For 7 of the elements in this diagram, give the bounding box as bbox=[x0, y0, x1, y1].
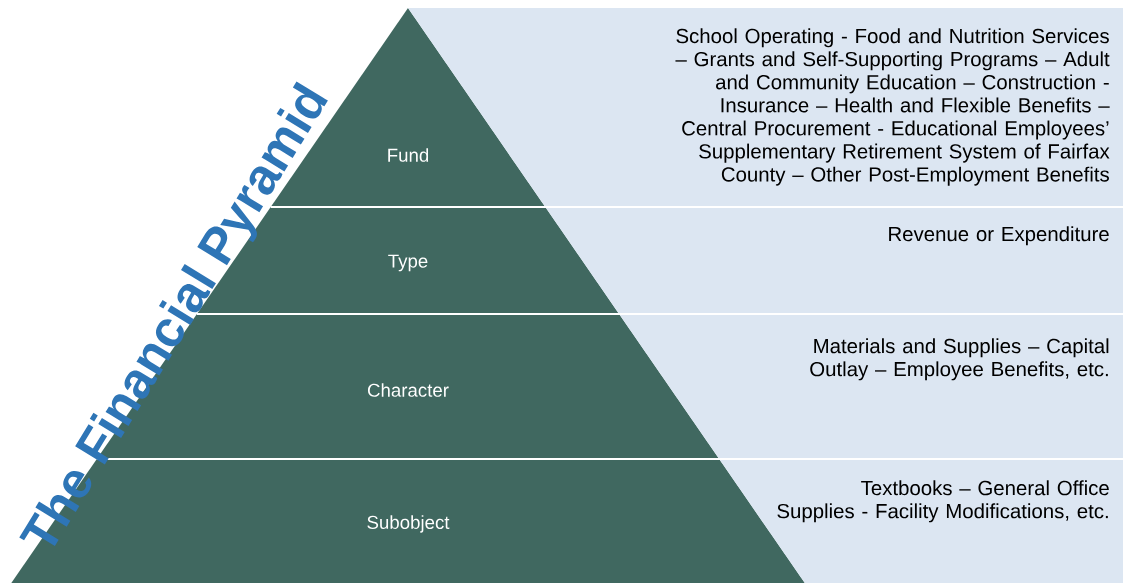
node-label: School Operating - Food and Nutrition Services – Grants and Self-Supporting Programs – Adult and Community Education – Construction - Insurance – Health and Flexible Benefits – Central Procurement - Educational Employees’ Supplementary Retirement System of Fairfax County – Other Post-Employment Benefits bbox=[675, 28, 1110, 186]
node-label: Type bbox=[388, 254, 428, 272]
description-row: Textbooks – General Office Supplies - Facility Modifications, etc. bbox=[719, 459, 1123, 583]
node-label: Character bbox=[367, 383, 449, 397]
node-label: Revenue or Expenditure bbox=[889, 226, 1109, 246]
node-label: Materials and Supplies – Capital Outlay – Employee Benefits, etc. bbox=[810, 338, 1109, 381]
node-label: Subobject bbox=[367, 515, 450, 533]
